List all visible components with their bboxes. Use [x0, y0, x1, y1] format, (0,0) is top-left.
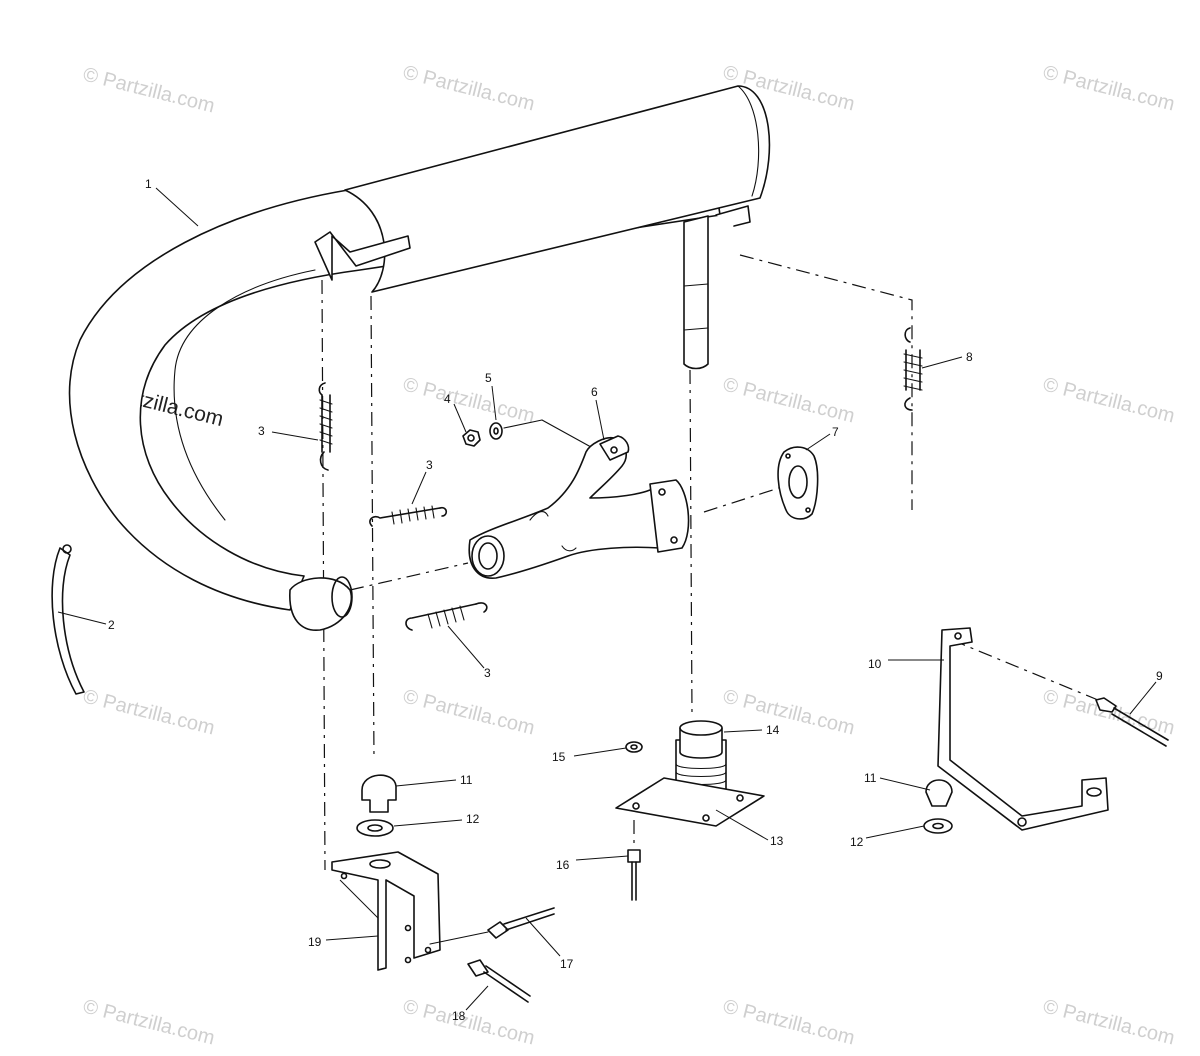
watermark: © Partzilla.com: [81, 64, 217, 118]
exhaust-strap[interactable]: [51, 544, 85, 695]
callout-12: 12: [466, 812, 480, 826]
callout-11: 11: [864, 771, 877, 785]
callout-3: 3: [426, 458, 433, 472]
watermark: © Partzilla.com: [1041, 686, 1177, 740]
callout-3: 3: [258, 424, 265, 438]
washer-right[interactable]: [923, 818, 953, 834]
bracket-right[interactable]: [937, 627, 1109, 831]
spring-right[interactable]: [903, 327, 923, 411]
alignment-lines: [321, 254, 1099, 871]
callout-4: 4: [444, 392, 451, 406]
grommet-left[interactable]: [361, 774, 397, 813]
watermark: © Partzilla.com: [1041, 374, 1177, 428]
callout-11: 11: [460, 773, 473, 787]
bolt-18[interactable]: [467, 959, 531, 1003]
callout-6: 6: [591, 385, 598, 399]
callout-7: 7: [832, 425, 839, 439]
watermark: © Partzilla.com: [1041, 62, 1177, 116]
watermark: © Partzilla.com: [401, 62, 537, 116]
callout-18: 18: [452, 1009, 466, 1023]
callout-12: 12: [850, 835, 864, 849]
callout-5: 5: [485, 371, 492, 385]
callout-9: 9: [1156, 669, 1163, 683]
callout-16: 16: [556, 858, 570, 872]
callouts: 1 2 3 3 3 4 5 6 7 8 9 10 11 11 12 12 13 …: [108, 177, 1163, 1023]
spring-upper[interactable]: [369, 505, 448, 527]
leader-lines: [57, 187, 1157, 1011]
bolt-16[interactable]: [627, 849, 641, 901]
bracket-left[interactable]: [331, 851, 441, 971]
bolt-right[interactable]: [1095, 697, 1169, 747]
callout-14: 14: [766, 723, 780, 737]
callout-3: 3: [484, 666, 491, 680]
watermark: © Partzilla.com: [401, 374, 537, 428]
washer-15[interactable]: [625, 741, 643, 753]
watermark: © Partzilla.com: [81, 686, 217, 740]
washer-left[interactable]: [356, 819, 394, 837]
mounting-plate[interactable]: [615, 777, 765, 827]
callout-8: 8: [966, 350, 973, 364]
nut[interactable]: [462, 429, 481, 447]
watermark: © Partzilla.com: [401, 996, 537, 1050]
callout-1: 1: [145, 177, 152, 191]
washer-small[interactable]: [489, 422, 503, 440]
spring-lower[interactable]: [405, 602, 488, 631]
muffler-exhaust-pipe[interactable]: [68, 85, 771, 631]
callout-13: 13: [770, 834, 784, 848]
callout-17: 17: [560, 957, 574, 971]
watermark: © Partzilla.com: [721, 996, 857, 1050]
callout-2: 2: [108, 618, 115, 632]
spring-vertical[interactable]: [318, 382, 333, 471]
gasket[interactable]: [777, 446, 819, 520]
callout-19: 19: [308, 935, 322, 949]
watermark: © Partzilla.com: [81, 996, 217, 1050]
watermark: © Partzilla.com: [401, 686, 537, 740]
watermark: © Partzilla.com: [1041, 996, 1177, 1050]
watermark: © Partzilla.com: [721, 374, 857, 428]
bolt-17[interactable]: [429, 907, 555, 945]
callout-15: 15: [552, 750, 566, 764]
grommet-right[interactable]: [925, 779, 953, 807]
callout-10: 10: [868, 657, 882, 671]
y-manifold[interactable]: [468, 435, 690, 579]
